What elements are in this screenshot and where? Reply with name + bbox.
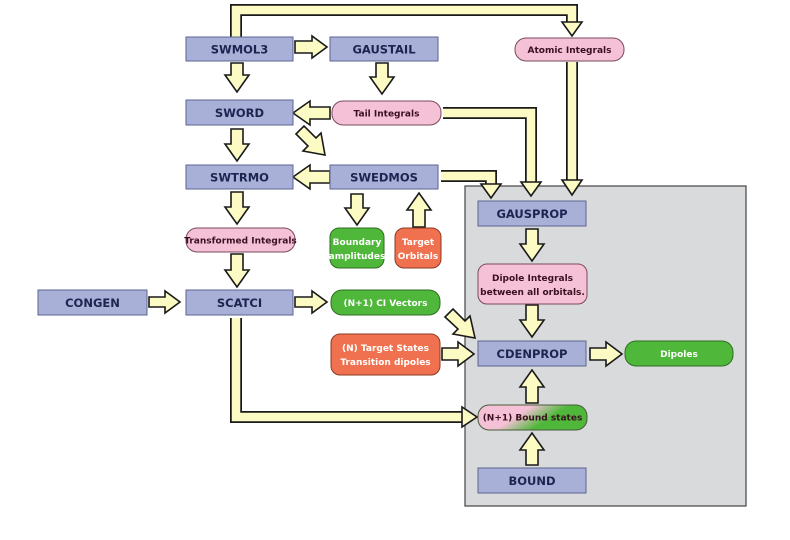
- node-bound: BOUND: [477, 467, 587, 494]
- node-cdenprop: CDENPROP: [477, 340, 587, 367]
- connector-atomic-integrals-to-gausprop: [560, 62, 584, 197]
- arrow-bound-to-bound-states: [518, 431, 546, 466]
- connector-swedmos-to-gausprop: [441, 170, 503, 200]
- congen-label: CONGEN: [65, 296, 120, 310]
- arrow-swmol3-to-sword: [223, 62, 251, 94]
- node-dipoles: Dipoles: [624, 340, 734, 367]
- arrow-cdenprop-to-dipoles: [589, 340, 624, 368]
- arrow-dipole-integrals-to-cdenprop: [518, 304, 546, 339]
- node-gaustail: GAUSTAIL: [329, 36, 439, 62]
- dipole-integrals-label-2: between all orbitals.: [480, 288, 585, 298]
- arrow-transformed-to-scatci: [223, 253, 251, 289]
- target-states-label-2: Transition dipoles: [340, 358, 430, 368]
- boundary-amplitudes-label-1: Boundary: [333, 238, 382, 248]
- swtrmo-label: SWTRMO: [210, 171, 269, 185]
- arrow-bound-states-to-cdenprop: [518, 368, 546, 404]
- node-boundary-amplitudes: Boundary amplitudes: [329, 227, 386, 269]
- node-target-states: (N) Target States Transition dipoles: [330, 333, 441, 376]
- connector-tail-integrals-to-gausprop: [443, 107, 543, 198]
- transformed-integrals-label: Transformed Integrals: [184, 237, 297, 247]
- arrow-target-orbitals-to-swedmos: [405, 191, 433, 228]
- node-scatci: SCATCI: [185, 289, 294, 316]
- arrow-swedmos-to-swtrmo: [291, 163, 331, 191]
- arrow-swedmos-to-boundary: [343, 193, 371, 227]
- node-swtrmo: SWTRMO: [185, 164, 294, 190]
- gaustail-label: GAUSTAIL: [352, 43, 416, 57]
- arrow-swmol3-to-gaustail: [294, 34, 329, 60]
- node-swedmos: SWEDMOS: [329, 164, 439, 190]
- node-swmol3: SWMOL3: [185, 36, 294, 62]
- arrow-sword-to-swedmos: [294, 124, 326, 156]
- bound-states-label: (N+1) Bound states: [483, 414, 583, 424]
- arrow-target-states-to-cdenprop: [441, 340, 476, 368]
- arrow-gaustail-to-tail-integrals: [368, 62, 396, 96]
- node-sword: SWORD: [185, 99, 294, 126]
- gausprop-label: GAUSPROP: [496, 207, 567, 221]
- connector-swmol3-to-atomic-integrals: [230, 4, 584, 38]
- arrow-sword-to-swtrmo: [223, 128, 251, 163]
- node-tail-integrals: Tail Integrals: [331, 100, 442, 126]
- dipoles-label: Dipoles: [660, 350, 698, 360]
- node-bound-states: (N+1) Bound states: [477, 404, 588, 431]
- bound-label: BOUND: [508, 474, 555, 488]
- arrow-swtrmo-to-transformed: [223, 191, 251, 226]
- connector-scatci-to-bound-states: [230, 318, 479, 429]
- boundary-amplitudes-label-2: amplitudes: [329, 252, 386, 262]
- node-ci-vectors: (N+1) CI Vectors: [330, 289, 441, 316]
- arrow-tail-integrals-to-sword: [291, 99, 331, 127]
- node-congen: CONGEN: [37, 289, 148, 316]
- node-gausprop: GAUSPROP: [477, 200, 587, 227]
- target-orbitals-label-1: Target: [402, 238, 435, 248]
- arrow-congen-to-scatci: [148, 289, 182, 315]
- ci-vectors-label: (N+1) CI Vectors: [344, 299, 428, 309]
- swmol3-label: SWMOL3: [211, 43, 269, 57]
- sword-label: SWORD: [215, 106, 264, 120]
- target-orbitals-label-2: Orbitals: [398, 252, 438, 262]
- node-dipole-integrals: Dipole Integrals between all orbitals.: [477, 263, 588, 305]
- arrow-ci-vectors-to-cdenprop: [443, 307, 477, 340]
- cdenprop-label: CDENPROP: [497, 347, 568, 361]
- scatci-label: SCATCI: [217, 296, 262, 310]
- node-transformed-integrals: Transformed Integrals: [184, 227, 297, 253]
- arrow-scatci-to-ci-vectors: [294, 289, 329, 315]
- tail-integrals-label: Tail Integrals: [354, 110, 420, 120]
- atomic-integrals-label: Atomic Integrals: [528, 46, 612, 56]
- dipole-integrals-label-1: Dipole Integrals: [492, 274, 573, 284]
- swedmos-label: SWEDMOS: [350, 171, 418, 185]
- arrow-gausprop-to-dipole-integrals: [518, 228, 546, 263]
- node-target-orbitals: Target Orbitals: [394, 227, 442, 269]
- target-states-label-1: (N) Target States: [342, 344, 429, 354]
- node-atomic-integrals: Atomic Integrals: [514, 37, 625, 62]
